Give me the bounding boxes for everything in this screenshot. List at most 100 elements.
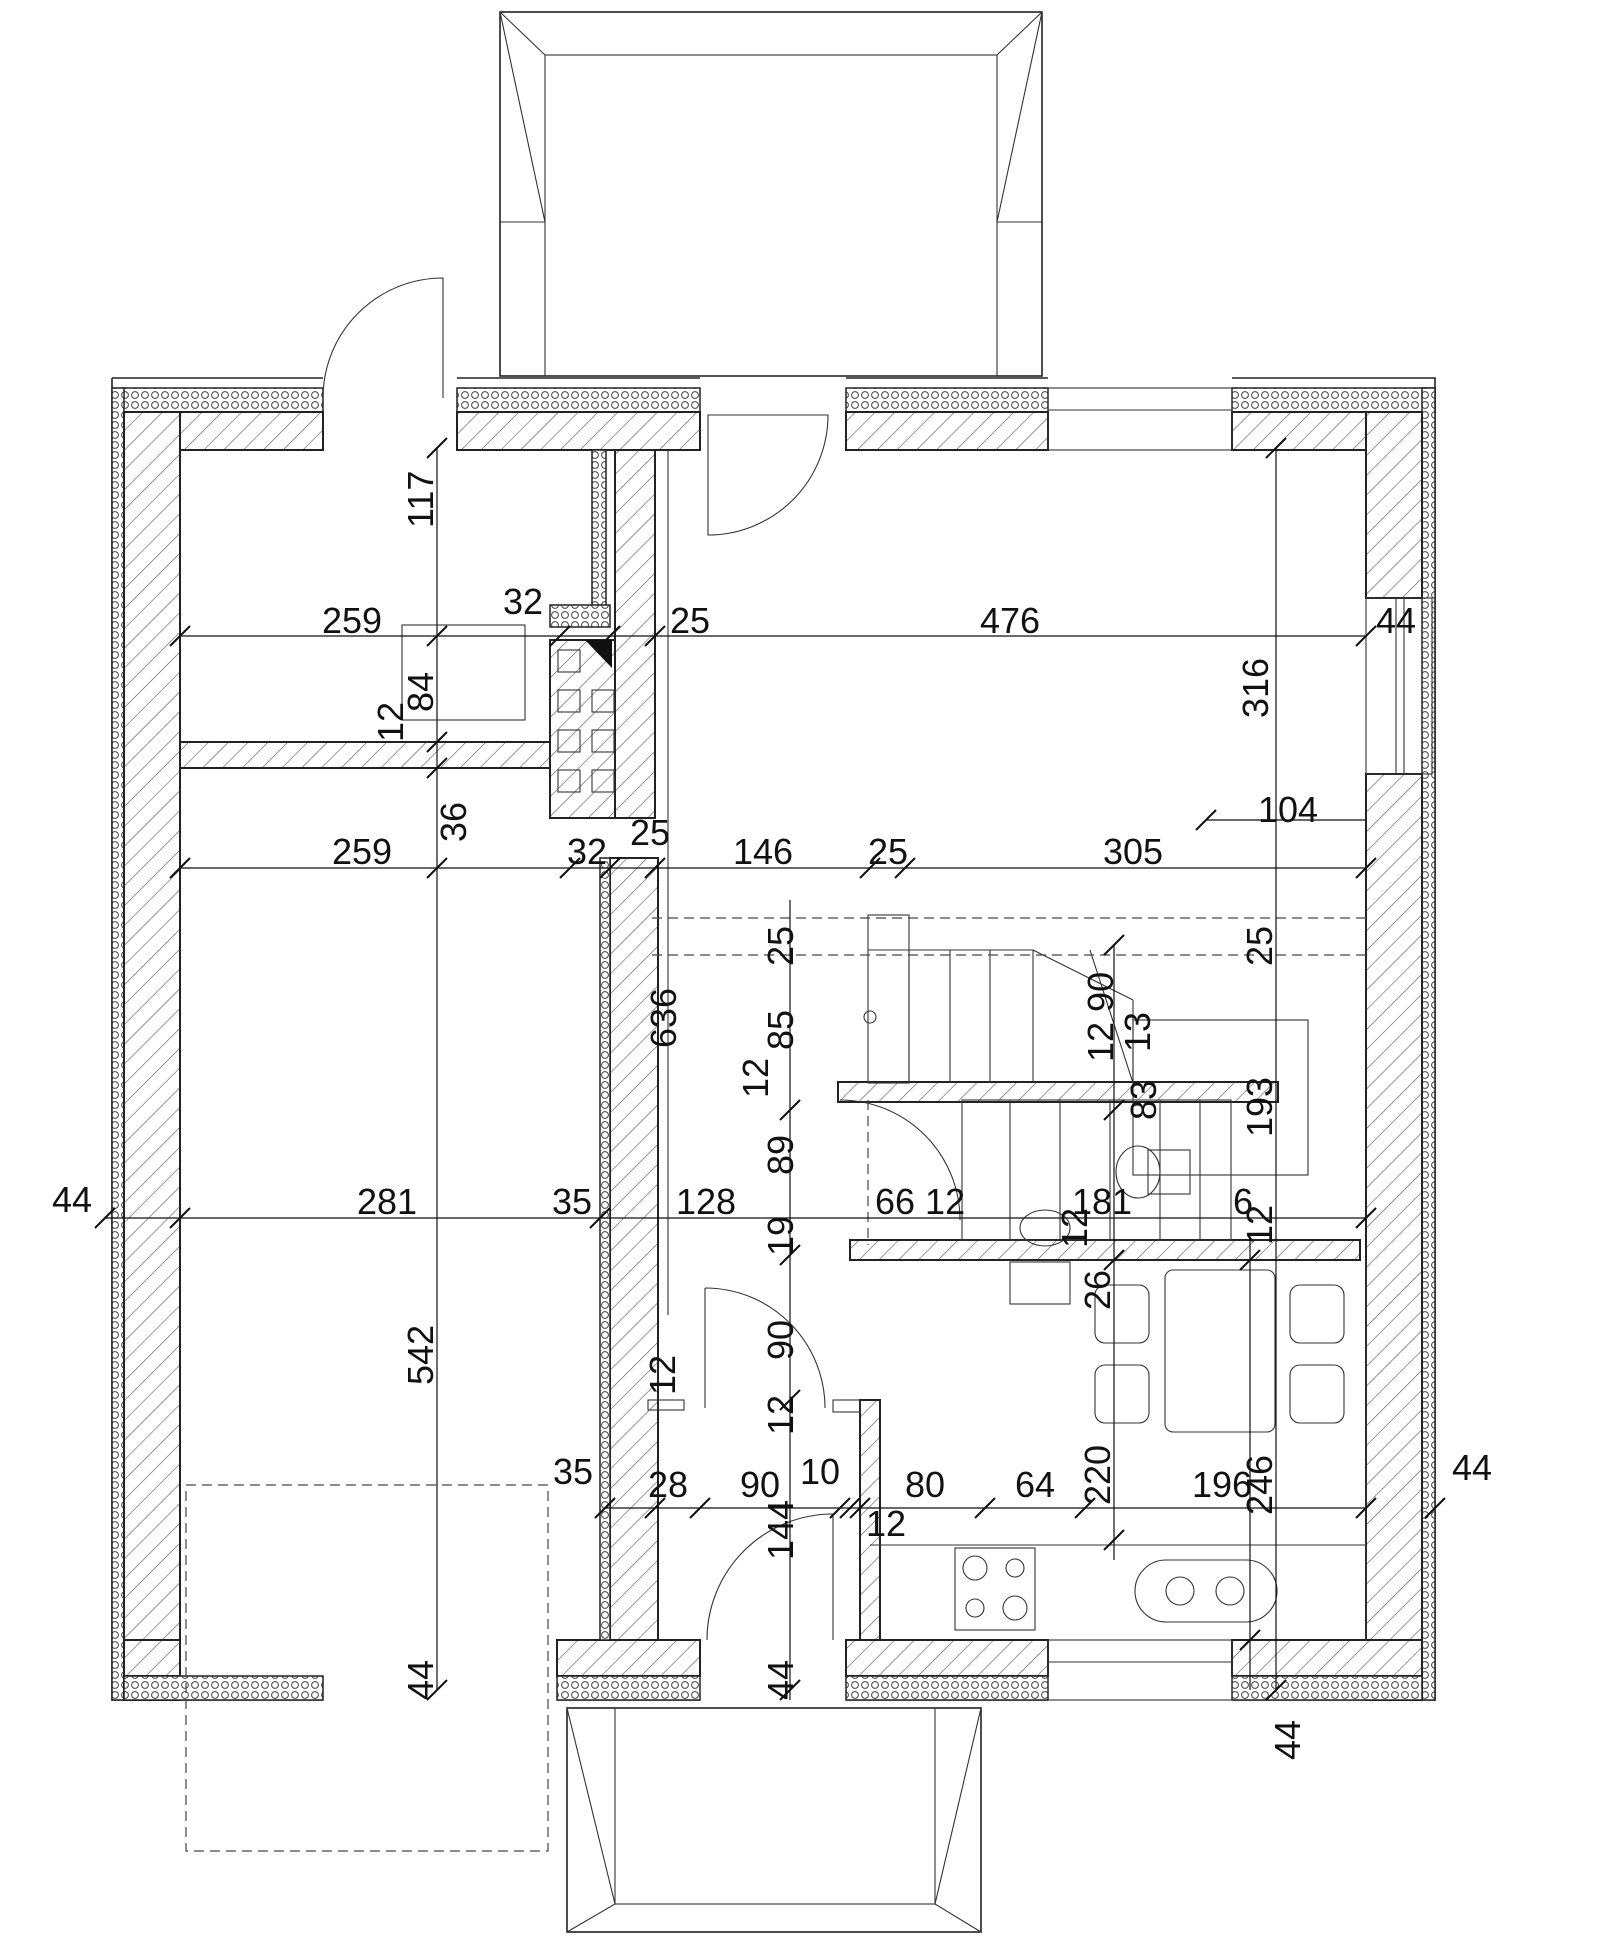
dim-label: 32 [503, 581, 543, 622]
dimension-tick [1239, 1249, 1261, 1271]
dimension-tick [644, 1497, 666, 1519]
dim-label: 12 [1239, 1205, 1280, 1245]
wc-fixtures [1009, 1145, 1191, 1305]
dim-label: 85 [760, 1010, 801, 1050]
dashed-outlines [185, 917, 1366, 1852]
bottom-canopy [566, 1707, 982, 1933]
dim-label: 220 [1077, 1445, 1118, 1505]
dim-label: 19 [760, 1216, 801, 1256]
dim-label: 25 [630, 812, 670, 853]
dimension-tick [849, 1497, 871, 1519]
dim-label: 83 [1123, 1080, 1164, 1120]
dimension-tick [779, 1244, 801, 1266]
dimension-ticks [94, 437, 1446, 1701]
dim-label: 25 [670, 600, 710, 641]
dim-label: 281 [357, 1181, 417, 1222]
dim-label: 12 [642, 1355, 683, 1395]
dim-label: 35 [552, 1181, 592, 1222]
dimension-tick [169, 1207, 191, 1229]
dim-label: 44 [1267, 1720, 1308, 1760]
dimension-tick [559, 857, 581, 879]
dim-label: 44 [52, 1179, 92, 1220]
dimension-tick [1239, 1629, 1261, 1651]
dimension-tick [779, 1679, 801, 1701]
top-canopy [499, 11, 1043, 377]
dimension-tick [169, 857, 191, 879]
dimension-tick [1355, 625, 1377, 647]
dimension-tick [829, 1497, 851, 1519]
dim-label: 89 [760, 1135, 801, 1175]
dimension-tick [644, 625, 666, 647]
dim-label: 35 [553, 1451, 593, 1492]
dim-label: 193 [1239, 1077, 1280, 1137]
dimension-labels: 117 259 32 25 476 44 84 12 316 36 104 25… [52, 471, 1492, 1760]
staircase [863, 914, 1309, 1241]
dimension-tick [1103, 1249, 1125, 1271]
dimension-tick [1265, 1679, 1287, 1701]
dim-label: 44 [1376, 600, 1416, 641]
dim-label: 259 [322, 600, 382, 641]
dimension-tick [1103, 1529, 1125, 1551]
dim-label: 476 [980, 600, 1040, 641]
dimension-tick [426, 757, 448, 779]
dimension-tick [599, 857, 621, 879]
dim-label: 66 12 [875, 1181, 965, 1222]
dining-set [1094, 1269, 1345, 1433]
dimension-tick [974, 1497, 996, 1519]
dimension-tick [94, 1207, 116, 1229]
dim-label: 36 [433, 802, 474, 842]
dim-label: 12 [735, 1058, 776, 1098]
dim-label: 305 [1103, 831, 1163, 872]
dim-label: 6 [1233, 1181, 1253, 1222]
dim-label: 25 [868, 831, 908, 872]
dim-label: 104 [1258, 789, 1318, 830]
dim-label: 12 [370, 702, 411, 742]
dim-label: 44 [1452, 1447, 1492, 1488]
dim-label: 13 [1117, 1012, 1158, 1052]
dim-label: 44 [760, 1660, 801, 1700]
dim-label: 636 [643, 988, 684, 1048]
dim-label: 28 [648, 1464, 688, 1505]
dim-label: 26 [1077, 1270, 1118, 1310]
kitchen-counter [870, 1544, 1366, 1631]
dim-label: 64 [1015, 1464, 1055, 1505]
dimension-tick [426, 625, 448, 647]
dim-label: 80 [905, 1464, 945, 1505]
dim-label: 25 [1239, 926, 1280, 966]
dimension-tick [599, 625, 621, 647]
dim-label: 12 [866, 1503, 906, 1544]
dim-label: 90 [740, 1464, 780, 1505]
dimension-tick [839, 1497, 861, 1519]
doors [322, 277, 961, 1641]
dimension-tick [1355, 1497, 1377, 1519]
dimension-tick [594, 1497, 616, 1519]
dimension-tick [689, 1497, 711, 1519]
dimension-tick [589, 1207, 611, 1229]
dim-label: 10 [800, 1451, 840, 1492]
dim-label: 12 [1054, 1208, 1095, 1248]
dim-label: 316 [1235, 658, 1276, 718]
dimension-tick [779, 1099, 801, 1121]
dimension-tick [859, 857, 881, 879]
dim-label: 144 [760, 1500, 801, 1560]
dimension-tick [426, 731, 448, 753]
dim-label: 25 [760, 926, 801, 966]
dimension-tick [1355, 857, 1377, 879]
dimension-tick [426, 1679, 448, 1701]
exterior-walls [111, 377, 1436, 1701]
dim-label: 117 [400, 471, 441, 528]
dimension-tick [1265, 437, 1287, 459]
dimension-tick [169, 625, 191, 647]
dim-label: 196 [1192, 1464, 1252, 1505]
dimension-tick [426, 857, 448, 879]
dim-label: 32 [567, 831, 607, 872]
dimension-tick [1424, 1497, 1446, 1519]
dimension-tick [426, 437, 448, 459]
dimension-tick [1355, 1207, 1377, 1229]
dim-label: 12 [760, 1395, 801, 1435]
dimension-tick [644, 857, 666, 879]
dim-label: 90 [760, 1320, 801, 1360]
dim-label: 181 [1072, 1181, 1132, 1222]
dim-label: 146 [733, 831, 793, 872]
